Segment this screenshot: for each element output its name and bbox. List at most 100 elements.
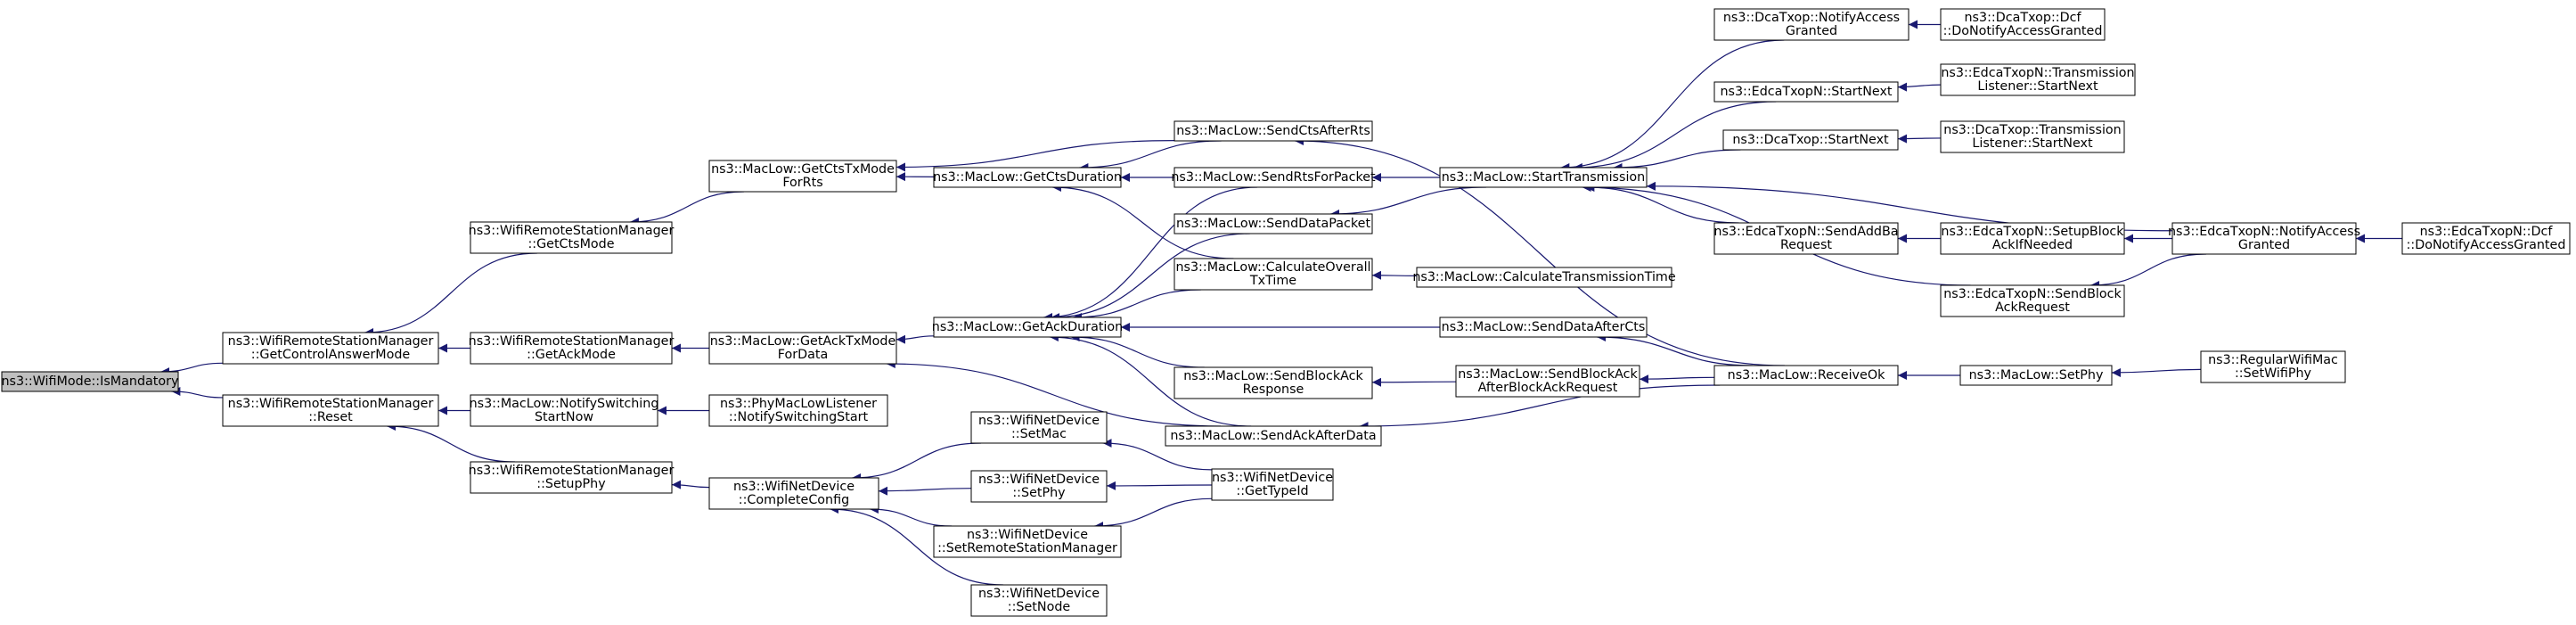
- node-box[interactable]: [1, 371, 179, 392]
- node-box[interactable]: [933, 167, 1122, 188]
- node-box[interactable]: [222, 394, 439, 427]
- node-box[interactable]: [2401, 222, 2571, 255]
- graph-node-ns3-phymaclowlistener-notifyswitchingstart[interactable]: ns3::PhyMacLowListener::NotifySwitchingS…: [708, 394, 888, 427]
- graph-node-ns3-maclow-calculatetransmissiontime[interactable]: ns3::MacLow::CalculateTransmissionTime: [1412, 267, 1676, 288]
- node-label-line: ns3::MacLow::SendRtsForPacket: [1171, 170, 1376, 185]
- graph-node-ns3-wifinetdevice-setremotestationmanager[interactable]: ns3::WifiNetDevice::SetRemoteStationMana…: [933, 525, 1122, 558]
- node-box[interactable]: [1713, 8, 1910, 41]
- graph-node-ns3-wifinetdevice-setnode[interactable]: ns3::WifiNetDevice::SetNode: [970, 584, 1108, 617]
- node-box[interactable]: [1940, 120, 2125, 153]
- node-box[interactable]: [1416, 267, 1672, 288]
- node-box[interactable]: [1174, 366, 1373, 399]
- node-box[interactable]: [1211, 468, 1334, 501]
- node-box[interactable]: [1174, 213, 1373, 234]
- node-label-line: ns3::WifiNetDevice: [1212, 471, 1333, 485]
- node-box[interactable]: [1174, 120, 1373, 142]
- node-box[interactable]: [1940, 222, 2125, 255]
- graph-node-ns3-maclow-starttransmission[interactable]: ns3::MacLow::StartTransmission: [1439, 167, 1648, 188]
- graph-node-ns3-wifiremotestationmanager-reset[interactable]: ns3::WifiRemoteStationManager::Reset: [222, 394, 439, 427]
- graph-node-ns3-regularwifimac-setwifiphy[interactable]: ns3::RegularWifiMac::SetWifiPhy: [2200, 350, 2346, 383]
- node-box[interactable]: [708, 477, 879, 510]
- node-box[interactable]: [470, 461, 673, 494]
- node-label-line: ns3::MacLow::SendBlockAck: [1458, 367, 1638, 382]
- graph-node-ns3-maclow-senddataaftercts[interactable]: ns3::MacLow::SendDataAfterCts: [1439, 317, 1648, 338]
- node-box[interactable]: [1940, 284, 2125, 317]
- graph-node-ns3-wifiremotestationmanager-getackmode[interactable]: ns3::WifiRemoteStationManager::GetAckMod…: [469, 332, 675, 365]
- node-box[interactable]: [708, 160, 897, 193]
- node-label-line: ::SetWifiPhy: [2235, 366, 2312, 381]
- node-box[interactable]: [470, 221, 673, 254]
- node-box[interactable]: [1713, 365, 1899, 386]
- graph-node-ns3-maclow-sendackafterdata[interactable]: ns3::MacLow::SendAckAfterData: [1165, 425, 1382, 447]
- graph-node-ns3-dcatxop-notifyaccess-granted[interactable]: ns3::DcaTxop::NotifyAccessGranted: [1713, 8, 1910, 41]
- node-box[interactable]: [933, 525, 1122, 558]
- graph-node-ns3-wifiremotestationmanager-setupphy[interactable]: ns3::WifiRemoteStationManager::SetupPhy: [469, 461, 675, 494]
- node-box[interactable]: [1940, 63, 2136, 96]
- node-box[interactable]: [470, 394, 658, 427]
- node-label-line: ns3::MacLow::GetAckTxMode: [710, 334, 896, 349]
- graph-node-ns3-maclow-sendctsafterrts[interactable]: ns3::MacLow::SendCtsAfterRts: [1174, 120, 1373, 142]
- graph-node-ns3-dcatxop-startnext[interactable]: ns3::DcaTxop::StartNext: [1722, 129, 1899, 151]
- graph-node-ns3-edcatxopn-dcf-donotifyaccessgranted[interactable]: ns3::EdcaTxopN::Dcf::DoNotifyAccessGrant…: [2401, 222, 2571, 255]
- graph-node-ns3-wifinetdevice-gettypeid[interactable]: ns3::WifiNetDevice::GetTypeId: [1211, 468, 1334, 501]
- node-box[interactable]: [470, 332, 673, 365]
- graph-node-ns3-wifinetdevice-completeconfig[interactable]: ns3::WifiNetDevice::CompleteConfig: [708, 477, 879, 510]
- node-box[interactable]: [1959, 365, 2113, 386]
- graph-node-ns3-wifinetdevice-setmac[interactable]: ns3::WifiNetDevice::SetMac: [970, 411, 1108, 444]
- node-label-line: ns3::WifiNetDevice: [978, 587, 1100, 601]
- graph-node-ns3-maclow-getctsduration[interactable]: ns3::MacLow::GetCtsDuration: [933, 167, 1122, 188]
- graph-node-ns3-maclow-setphy[interactable]: ns3::MacLow::SetPhy: [1959, 365, 2113, 386]
- graph-node-ns3-wifiremotestationmanager-getcontrolanswermode[interactable]: ns3::WifiRemoteStationManager::GetContro…: [222, 332, 439, 365]
- node-box[interactable]: [1174, 167, 1373, 188]
- node-box[interactable]: [2171, 222, 2357, 255]
- node-label-line: ::GetTypeId: [1236, 484, 1308, 498]
- node-label-line: ns3::DcaTxop::StartNext: [1732, 133, 1889, 147]
- call-edge-n17-to-n7: [895, 140, 1175, 172]
- node-box[interactable]: [1940, 8, 2106, 41]
- graph-node-ns3-maclow-sendblockack-afterblockackrequest[interactable]: ns3::MacLow::SendBlockAckAfterBlockAckRe…: [1455, 365, 1640, 398]
- graph-node-ns3-dcatxop-transmission-listener-startnext[interactable]: ns3::DcaTxop::TransmissionListener::Star…: [1940, 120, 2125, 153]
- graph-node-ns3-wifiremotestationmanager-getctsmode[interactable]: ns3::WifiRemoteStationManager::GetCtsMod…: [469, 221, 675, 254]
- call-edge-n20-to-n11: [1051, 183, 1234, 259]
- node-box[interactable]: [970, 470, 1108, 503]
- graph-node-ns3-maclow-senddatapacket[interactable]: ns3::MacLow::SendDataPacket: [1174, 213, 1373, 234]
- node-box[interactable]: [708, 394, 888, 427]
- node-box[interactable]: [970, 584, 1108, 617]
- node-box[interactable]: [1165, 425, 1382, 447]
- graph-node-ns3-wifinetdevice-setphy[interactable]: ns3::WifiNetDevice::SetPhy: [970, 470, 1108, 503]
- node-box[interactable]: [1174, 258, 1373, 291]
- call-edge-n17-to-n11: [1079, 140, 1222, 172]
- graph-node-ns3-maclow-sendrtsforpacket[interactable]: ns3::MacLow::SendRtsForPacket: [1171, 167, 1376, 188]
- node-box[interactable]: [2200, 350, 2346, 383]
- node-label-line: ::SetMac: [1011, 427, 1067, 441]
- graph-node-ns3-dcatxop-dcf-donotifyaccessgranted[interactable]: ns3::DcaTxop::Dcf::DoNotifyAccessGranted: [1940, 8, 2106, 41]
- node-box[interactable]: [1439, 167, 1648, 188]
- node-label-line: ns3::MacLow::SendDataPacket: [1176, 217, 1371, 231]
- node-box[interactable]: [708, 332, 897, 365]
- node-box[interactable]: [1455, 365, 1640, 398]
- node-box[interactable]: [222, 332, 439, 365]
- graph-node-ns3-edcatxopn-notifyaccess-granted[interactable]: ns3::EdcaTxopN::NotifyAccessGranted: [2168, 222, 2360, 255]
- call-edge-n15-to-n10: [869, 505, 953, 527]
- call-edge-n40-to-n38: [2111, 367, 2202, 377]
- graph-node-ns3-wifimode-ismandatory[interactable]: ns3::WifiMode::IsMandatory: [1, 371, 180, 392]
- node-box[interactable]: [1713, 81, 1899, 103]
- graph-node-ns3-edcatxopn-startnext[interactable]: ns3::EdcaTxopN::StartNext: [1713, 81, 1899, 103]
- graph-node-ns3-maclow-receiveok[interactable]: ns3::MacLow::ReceiveOk: [1713, 365, 1899, 386]
- graph-node-ns3-maclow-getackduration[interactable]: ns3::MacLow::GetAckDuration: [932, 317, 1123, 338]
- node-box[interactable]: [933, 317, 1122, 338]
- node-box[interactable]: [1439, 317, 1648, 338]
- node-box[interactable]: [1713, 222, 1899, 255]
- node-box[interactable]: [1722, 129, 1899, 151]
- node-box[interactable]: [970, 411, 1108, 444]
- graph-node-ns3-edcatxopn-transmission-listener-startnext[interactable]: ns3::EdcaTxopN::TransmissionListener::St…: [1940, 63, 2136, 96]
